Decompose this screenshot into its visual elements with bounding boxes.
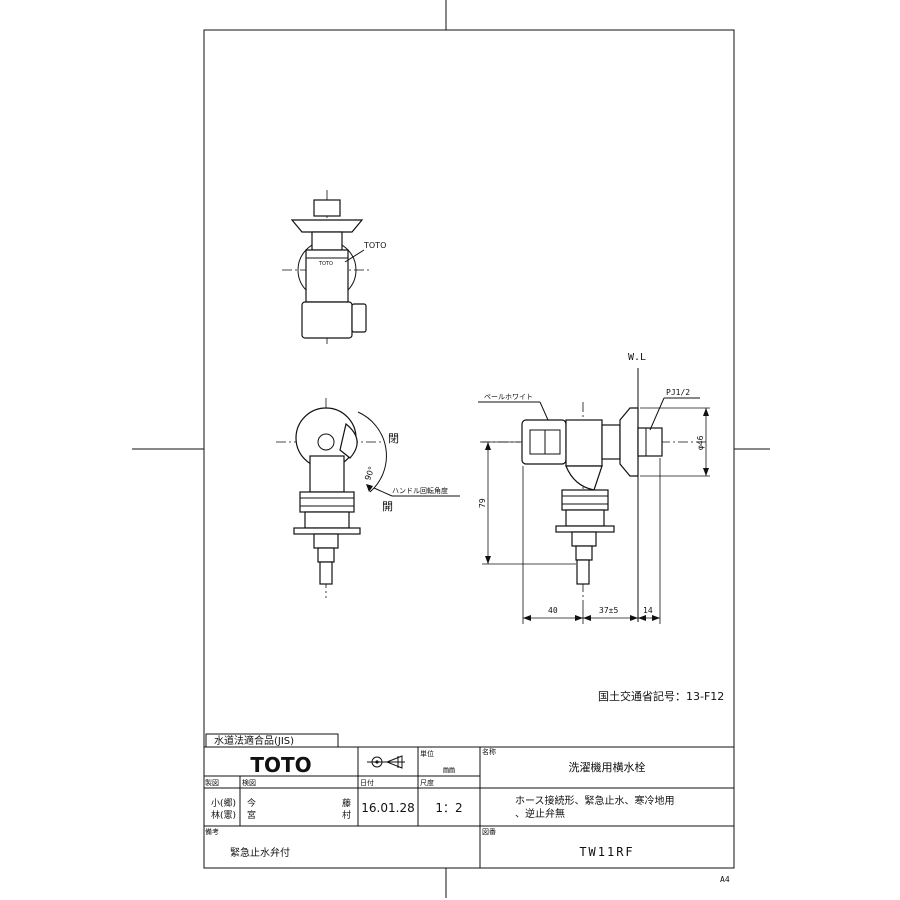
- angle-label: 90°: [363, 465, 376, 481]
- approved-by-2: 村: [342, 809, 351, 821]
- date-value: 16.01.28: [361, 801, 414, 815]
- paper-size: A4: [720, 875, 730, 884]
- diameter-dimension: φ46: [696, 435, 705, 450]
- color-callout: ペールホワイト: [484, 393, 533, 401]
- dim-37: 37±5: [599, 606, 618, 615]
- drawn-by-1: 小(郷): [211, 798, 236, 809]
- toto-callout: TOTO: [363, 241, 386, 250]
- drawn-label: 製図: [205, 778, 219, 787]
- remarks-value: 緊急止水弁付: [230, 846, 290, 859]
- scale-value: 1：2: [435, 801, 462, 815]
- unit-value: mm: [443, 765, 455, 776]
- drawing-number: TW11RF: [579, 845, 634, 859]
- description-line-2: 、逆止弁無: [515, 807, 565, 820]
- checked-by-2: 宮: [247, 809, 256, 821]
- handle-angle-label: ハンドル回転角度: [392, 486, 448, 495]
- jis-label: 水道法適合品(JIS): [214, 734, 294, 747]
- certification-number: 国土交通省記号：13-F12: [598, 689, 724, 703]
- water-line-label: W.L: [628, 352, 646, 363]
- side-view: W.L ペールホワイト PJ1/2 79: [478, 352, 710, 624]
- closed-label: 閉: [388, 432, 399, 445]
- title-block: 水道法適合品(JIS) TOTO 単位 mm 名称 洗濯機用横水栓 製図 小(郷…: [204, 733, 734, 884]
- approved-by-1: 藤: [342, 797, 351, 809]
- projection-symbol: [367, 755, 405, 769]
- dim-40: 40: [548, 606, 558, 615]
- drawing-number-label: 図番: [482, 828, 496, 836]
- unit-label: 単位: [420, 749, 434, 758]
- thread-callout: PJ1/2: [666, 388, 690, 397]
- brand-mark-small: TOTO: [318, 261, 333, 267]
- checked-by-1: 今: [247, 797, 256, 809]
- description-line-1: ホース接続形、緊急止水、寒冷地用: [515, 794, 675, 807]
- brand-logo: TOTO: [250, 753, 311, 777]
- scale-label: 尺度: [420, 778, 434, 787]
- dim-14: 14: [643, 606, 653, 615]
- name-label: 名称: [482, 747, 496, 756]
- height-dimension: 79: [478, 498, 487, 508]
- open-label: 開: [382, 500, 393, 513]
- remarks-label: 備考: [205, 827, 219, 836]
- front-view: 閉 開 90° ハンドル回転角度: [276, 398, 460, 598]
- sheet-frame: [132, 0, 770, 898]
- date-label: 日付: [360, 778, 374, 787]
- top-view: TOTO TOTO: [282, 190, 386, 346]
- drawn-by-2: 林(憲): [211, 809, 236, 821]
- checked-label: 検図: [242, 778, 256, 787]
- product-name: 洗濯機用横水栓: [569, 760, 646, 774]
